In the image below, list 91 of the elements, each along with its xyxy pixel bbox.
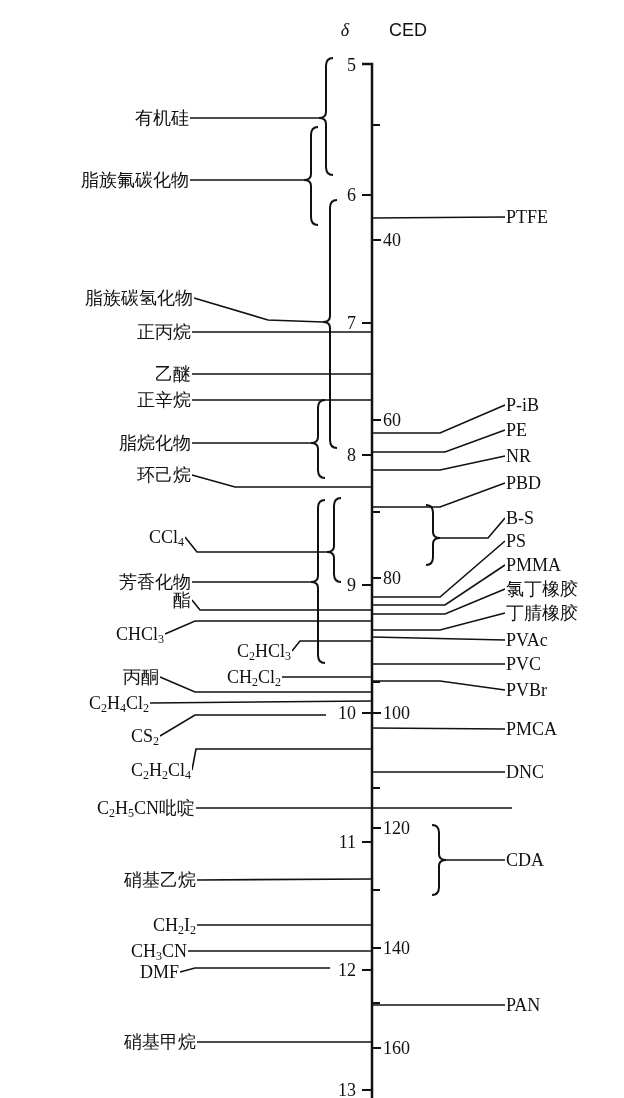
leader-line (439, 517, 506, 539)
leader-line (187, 950, 373, 952)
tick-label: 160 (383, 1038, 410, 1058)
leader-line (179, 967, 331, 973)
leader-line (371, 636, 506, 641)
polymer-label: 氯丁橡胶 (505, 579, 579, 599)
brace (318, 57, 334, 176)
brace (431, 824, 447, 896)
leader-line (371, 482, 506, 508)
leader-line (371, 680, 506, 691)
leader-line (193, 297, 324, 323)
substance-label: CH$_{2}$I$_{2}$ (152, 915, 197, 935)
substance-label: 硝基乙烷 (123, 870, 197, 890)
substance-label: CH$_{3}$CN (129, 941, 188, 961)
substance-label: 脂烷化物 (118, 433, 192, 453)
leader-line (184, 536, 328, 553)
substance-label: CS$_{2}$ (129, 726, 160, 746)
substance-label: 正丙烷 (136, 322, 192, 342)
axis-title: δ (340, 20, 350, 40)
substance-label: 正辛烷 (136, 390, 192, 410)
leader-line (371, 540, 506, 598)
leader-line (159, 714, 327, 737)
substance-label: 丙酮 (122, 667, 160, 687)
tick-label: 13 (338, 1080, 356, 1098)
brace (322, 199, 338, 449)
substance-label: CH$_{2}$Cl$_{2}$ (225, 667, 282, 687)
brace (310, 499, 326, 664)
substance-label: C$_{2}$H$_{2}$Cl$_{4}$ (129, 760, 192, 780)
leader-line (371, 216, 506, 219)
leader-line (189, 179, 305, 181)
leader-line (159, 676, 373, 693)
tick-label: 40 (383, 230, 401, 250)
leader-line (191, 442, 312, 444)
substance-label: C$_{2}$H$_{4}$Cl$_{2}$ (87, 693, 150, 713)
leader-line (196, 878, 373, 881)
leader-line (445, 859, 506, 861)
substance-label: 硝基甲烷 (123, 1032, 197, 1052)
tick-label: 9 (347, 575, 356, 595)
tick-label: 12 (338, 960, 356, 980)
leader-line (371, 404, 506, 434)
leader-line (164, 620, 373, 635)
tick-label: 8 (347, 445, 356, 465)
substance-label: 脂族碳氢化物 (84, 288, 194, 308)
leader-line (191, 373, 373, 375)
substance-label: 环己烷 (136, 465, 192, 485)
leader-line (191, 599, 373, 611)
leader-line (291, 640, 373, 652)
tick-label: 120 (383, 818, 410, 838)
leader-line (191, 399, 373, 401)
leader-line (149, 700, 373, 704)
substance-label: 有机硅 (134, 108, 190, 128)
substance-label: CHCl$_{3}$ (115, 624, 165, 644)
tick-label: 10 (338, 703, 356, 723)
leader-line (281, 676, 373, 678)
leader-line (371, 612, 506, 631)
leader-line (371, 727, 506, 730)
brace (326, 497, 342, 583)
substance-label: 芳香化物 (118, 572, 192, 592)
leader-line (191, 331, 373, 333)
leader-line (191, 474, 373, 488)
leader-line (371, 663, 506, 665)
brace (303, 126, 319, 226)
substance-label: CCl$_{4}$ (148, 527, 185, 547)
tick-label: 7 (347, 313, 356, 333)
leader-line (196, 1041, 373, 1043)
tick-label: 5 (347, 55, 356, 75)
tick-label: 11 (338, 832, 356, 852)
brace (425, 504, 441, 566)
substance-label: 酯 (172, 590, 192, 610)
tick-label: 6 (347, 185, 356, 205)
tick-label: 100 (383, 703, 410, 723)
tick-label: 80 (383, 568, 401, 588)
tick-label: 60 (383, 410, 401, 430)
leader-line (189, 117, 320, 119)
leader-line (371, 771, 506, 773)
axis-title: CED (389, 20, 427, 40)
substance-label: C$_{2}$HCl$_{3}$ (235, 641, 292, 661)
leader-line (196, 924, 373, 926)
leader-line (191, 581, 312, 583)
leader-line (371, 429, 506, 453)
leader-line (371, 455, 506, 471)
leader-line (371, 564, 506, 606)
polymer-label: 丁腈橡胶 (505, 603, 579, 623)
leader-line (371, 1004, 506, 1006)
brace (310, 399, 326, 479)
substance-label: 脂族氟碳化物 (80, 170, 190, 190)
substance-label: C$_{2}$H$_{5}$CN吡啶 (95, 798, 196, 818)
tick-label: 140 (383, 938, 410, 958)
substance-label: 乙醚 (154, 364, 192, 384)
leader-line (371, 588, 506, 615)
leader-line (195, 807, 513, 809)
